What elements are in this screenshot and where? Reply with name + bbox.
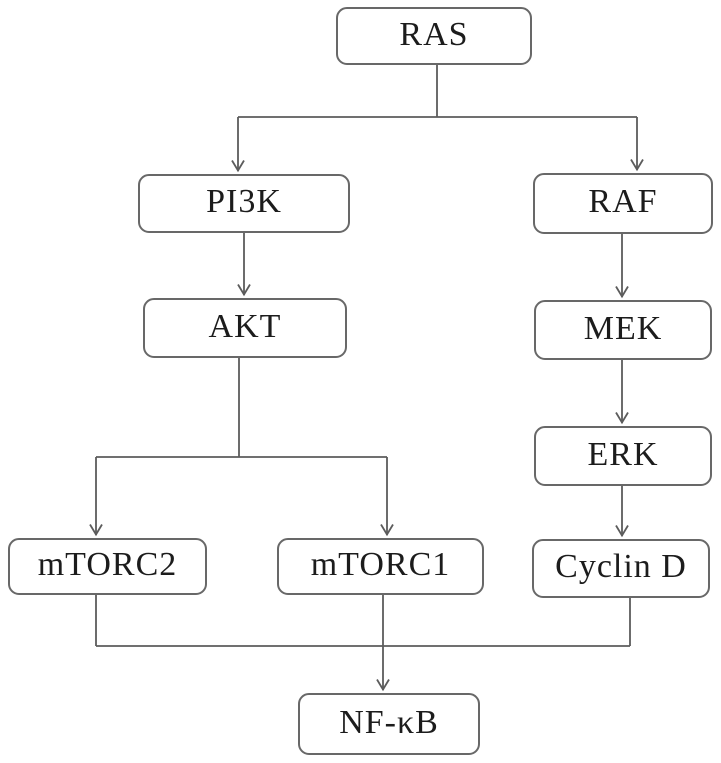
- node-pi3k: PI3K: [138, 174, 350, 233]
- node-cyclin-d: Cyclin D: [532, 539, 710, 598]
- node-mek: MEK: [534, 300, 712, 360]
- node-erk: ERK: [534, 426, 712, 486]
- node-nf-kb: NF-κB: [298, 693, 480, 755]
- node-mtorc2: mTORC2: [8, 538, 207, 595]
- node-akt: AKT: [143, 298, 347, 358]
- node-ras: RAS: [336, 7, 532, 65]
- node-raf: RAF: [533, 173, 713, 234]
- node-mtorc1: mTORC1: [277, 538, 484, 595]
